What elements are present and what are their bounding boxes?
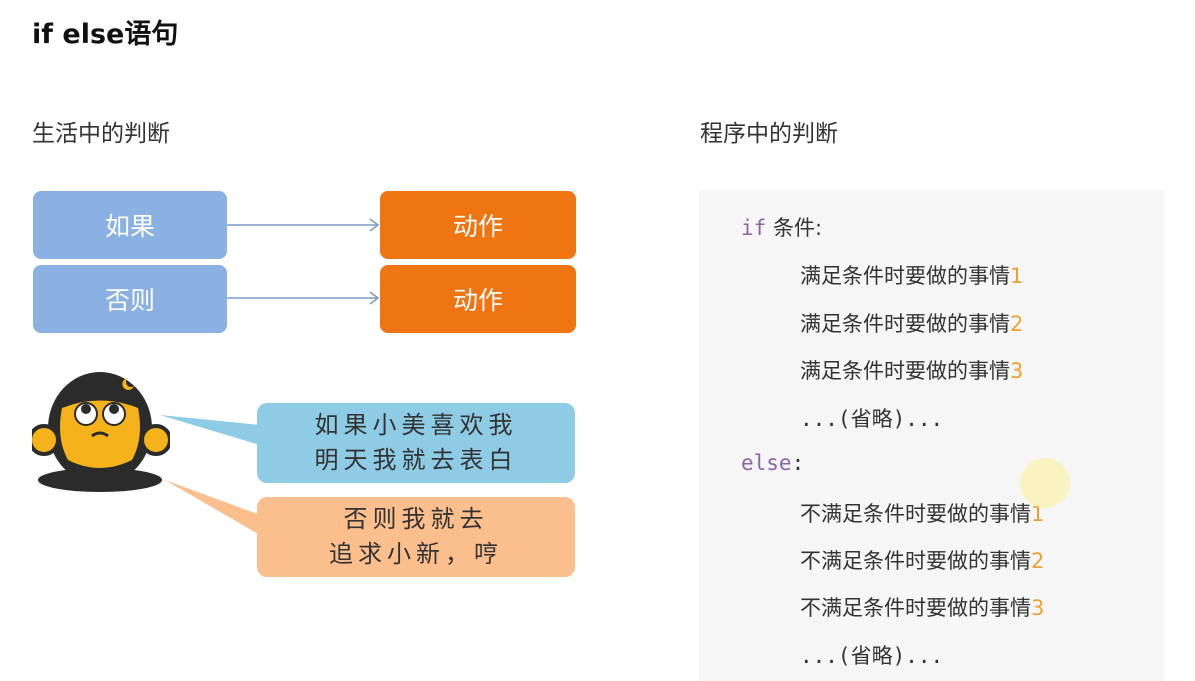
speech-bubble-if: 如果小美喜欢我 明天我就去表白 [257, 403, 575, 483]
else-body-text: 不满足条件时要做的事情 [800, 596, 1031, 620]
else-keyword: else [741, 451, 792, 475]
else-body-number: 1 [1031, 502, 1045, 526]
speech-bubble-else-line-2: 追求小新，哼 [329, 540, 503, 568]
bubble-tails [160, 415, 260, 535]
if-box-label: 如果 [104, 212, 155, 241]
action-box-1: 动作 [380, 191, 576, 259]
if-condition: 条件: [772, 216, 823, 240]
if-body-number: 2 [1010, 312, 1024, 336]
arrow-right-icon [227, 218, 380, 305]
else-body-line-1: 不满足条件时要做的事情1 [800, 498, 1044, 528]
if-body-number: 3 [1010, 359, 1024, 383]
if-body-text: 满足条件时要做的事情 [800, 359, 1010, 383]
if-body-line-2: 满足条件时要做的事情2 [800, 308, 1023, 338]
action-box-2: 动作 [380, 265, 576, 333]
else-box-label: 否则 [104, 286, 155, 315]
cursor-highlight [1020, 458, 1070, 508]
else-ellipsis: ...(省略)... [800, 644, 944, 668]
else-body-line-2: 不满足条件时要做的事情2 [800, 545, 1044, 575]
page-title: if else语句 [32, 19, 179, 50]
else-body-number: 3 [1031, 596, 1045, 620]
if-body-text: 满足条件时要做的事情 [800, 312, 1010, 336]
if-keyword: if [741, 216, 767, 240]
speech-bubble-else: 否则我就去 追求小新，哼 [257, 497, 575, 577]
else-body-text: 不满足条件时要做的事情 [800, 502, 1031, 526]
else-body-line-3: 不满足条件时要做的事情3 [800, 592, 1044, 622]
life-heading: 生活中的判断 [32, 121, 170, 147]
action-box-2-label: 动作 [452, 286, 503, 315]
speech-bubble-if-line-2: 明天我就去表白 [314, 446, 518, 474]
action-box-1-label: 动作 [452, 212, 503, 241]
if-body-number: 1 [1010, 264, 1024, 288]
else-box: 否则 [33, 265, 227, 333]
else-colon: : [791, 451, 805, 475]
if-body-text: 满足条件时要做的事情 [800, 264, 1010, 288]
else-body-number: 2 [1031, 549, 1045, 573]
speech-bubble-if-line-1: 如果小美喜欢我 [314, 411, 518, 439]
code-else-line: else: [741, 451, 804, 475]
code-panel [699, 190, 1164, 681]
monkey-mascot-icon [32, 372, 170, 492]
if-body-line-1: 满足条件时要做的事情1 [800, 260, 1023, 290]
program-heading: 程序中的判断 [700, 121, 838, 147]
else-body-text: 不满足条件时要做的事情 [800, 549, 1031, 573]
if-box: 如果 [33, 191, 227, 259]
if-ellipsis: ...(省略)... [800, 407, 944, 431]
speech-bubble-else-line-1: 否则我就去 [343, 505, 489, 533]
if-body-line-3: 满足条件时要做的事情3 [800, 355, 1023, 385]
code-if-line: if 条件: [741, 212, 822, 242]
